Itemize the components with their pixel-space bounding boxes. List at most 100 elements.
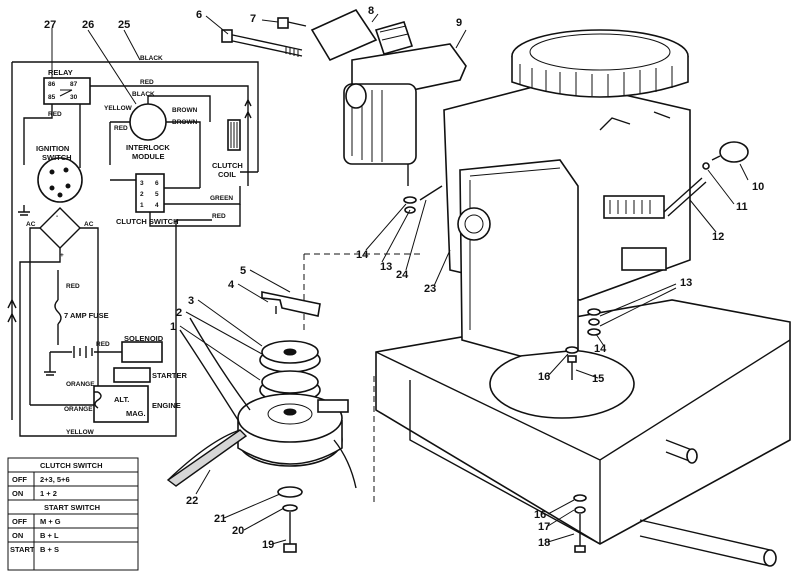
callout-22: 22 [186, 495, 198, 507]
svg-text:ON: ON [12, 489, 23, 498]
svg-text:2+3, 5+6: 2+3, 5+6 [40, 475, 70, 484]
red-wire [90, 85, 249, 186]
svg-text:RED: RED [140, 79, 154, 86]
fuse [54, 299, 62, 325]
callout-16b: 16 [534, 509, 546, 521]
callout-13a: 13 [380, 261, 392, 273]
interlock-module [129, 103, 167, 141]
wiring-schematic: RELAY 86 87 85 30 IGNITION SWITCH AC AC … [7, 28, 259, 437]
interlock-label-2: MODULE [132, 152, 165, 161]
switch-table: CLUTCH SWITCH OFF 2+3, 5+6 ON 1 + 2 STAR… [7, 457, 139, 571]
callout-20: 20 [232, 525, 244, 537]
clutch-coil-label-1: CLUTCH [212, 161, 243, 170]
svg-text:+: + [60, 252, 64, 259]
callout-10: 10 [752, 181, 764, 193]
starter [113, 367, 151, 383]
fuel-tank [459, 159, 579, 357]
ignition-switch [37, 157, 83, 203]
clutch-bracket [261, 291, 321, 317]
clutch-switch-title: CLUTCH SWITCH [40, 461, 103, 470]
rectifier [39, 207, 81, 249]
fuel-line-12 [663, 177, 707, 217]
electric-clutch [237, 393, 349, 467]
svg-text:2: 2 [140, 191, 144, 198]
svg-text:85: 85 [48, 94, 56, 101]
mower-deck-frame [375, 299, 791, 567]
svg-text:5: 5 [155, 191, 159, 198]
svg-text:ALT.: ALT. [114, 395, 129, 404]
clutch-coil-label-2: COIL [218, 170, 236, 179]
svg-text:YELLOW: YELLOW [104, 105, 133, 112]
svg-text:OFF: OFF [12, 517, 27, 526]
relay-label: RELAY [48, 68, 73, 77]
relay-box [43, 77, 91, 105]
bolt-6 [221, 29, 303, 57]
callout-23: 23 [424, 283, 436, 295]
callout-5: 5 [240, 265, 246, 277]
callout-12: 12 [712, 231, 724, 243]
svg-text:1 + 2: 1 + 2 [40, 489, 57, 498]
callout-26: 26 [82, 19, 94, 31]
bolt-15-16 [565, 346, 579, 380]
bolt-16-17-18 [573, 494, 587, 553]
svg-text:YELLOW: YELLOW [66, 429, 95, 436]
callout-14b: 14 [594, 343, 607, 355]
svg-text:RED: RED [114, 125, 128, 132]
screw-7 [277, 17, 307, 29]
svg-text:87: 87 [70, 81, 78, 88]
callout-13b: 13 [680, 277, 692, 289]
svg-text:RED: RED [96, 341, 110, 348]
svg-text:RED: RED [66, 283, 80, 290]
callout-16a: 16 [538, 371, 550, 383]
callout-2: 2 [176, 307, 182, 319]
fuel-filter [711, 141, 749, 163]
callout-11: 11 [736, 201, 748, 213]
starter-label: STARTER [152, 371, 187, 380]
callout-21: 21 [214, 513, 226, 525]
engine-assembly [443, 29, 691, 357]
clamp-11 [702, 162, 710, 170]
black-wire [11, 61, 259, 172]
fuel-cap [457, 207, 491, 241]
svg-text:3: 3 [140, 180, 144, 187]
svg-text:-: - [56, 213, 58, 220]
svg-text:AC: AC [26, 221, 36, 228]
callout-25: 25 [118, 19, 130, 31]
ground-symbol [18, 205, 30, 216]
clutch-switch-label: CLUTCH SWITCH [116, 217, 179, 226]
callout-3: 3 [188, 295, 194, 307]
callout-17: 17 [538, 521, 550, 533]
svg-text:START: START [10, 545, 35, 554]
callout-9: 9 [456, 17, 462, 29]
callout-15: 15 [592, 373, 604, 385]
callout-1: 1 [170, 321, 176, 333]
callout-24: 24 [396, 269, 409, 281]
engine-box [93, 385, 149, 423]
svg-text:1: 1 [140, 202, 144, 209]
svg-text:BLACK: BLACK [132, 91, 155, 98]
starter-gear [374, 21, 414, 55]
starter-motor [310, 8, 467, 186]
ignition-label-2: SWITCH [42, 153, 72, 162]
callout-6: 6 [196, 9, 202, 21]
solenoid-label: SOLENOID [124, 334, 164, 343]
svg-text:6: 6 [155, 180, 159, 187]
callout-14a: 14 [356, 249, 369, 261]
callout-7: 7 [250, 13, 256, 25]
callout-4: 4 [228, 279, 235, 291]
pulley-upper [259, 340, 321, 373]
clutch-switch [135, 173, 165, 213]
axle [639, 519, 771, 567]
svg-text:AC: AC [84, 221, 94, 228]
svg-text:MAG.: MAG. [126, 409, 146, 418]
svg-text:ON: ON [12, 531, 23, 540]
callout-18: 18 [538, 537, 550, 549]
callout-8: 8 [368, 5, 374, 17]
svg-text:RED: RED [48, 111, 62, 118]
fuse-label: 7 AMP FUSE [64, 311, 109, 320]
svg-text:4: 4 [155, 202, 159, 209]
svg-text:30: 30 [70, 94, 78, 101]
svg-text:B + S: B + S [40, 545, 59, 554]
